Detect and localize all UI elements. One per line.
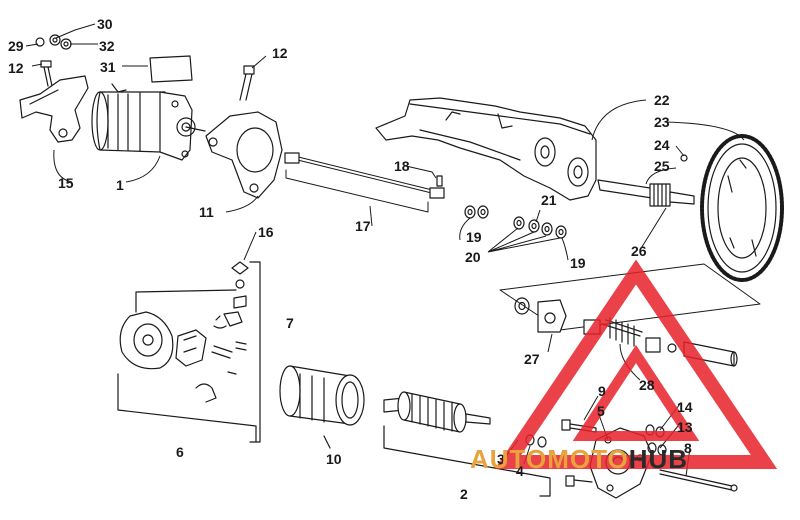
callout-31: 31 <box>100 59 116 75</box>
callout-27: 27 <box>524 351 540 367</box>
callout-3: 3 <box>497 451 505 467</box>
callout-7: 7 <box>286 315 294 331</box>
callout-9: 9 <box>598 383 606 399</box>
callout-23: 23 <box>654 114 670 130</box>
callout-14: 14 <box>677 399 693 415</box>
callout-15: 15 <box>58 175 74 191</box>
bolt-12-center-drawing <box>239 65 255 101</box>
callout-8: 8 <box>684 440 692 456</box>
callout-30: 30 <box>97 16 113 32</box>
starter-motor-1-drawing <box>91 83 206 161</box>
brush-holder-7-drawing <box>135 261 261 443</box>
shaft-25-drawing <box>597 154 695 207</box>
callout-19-right: 19 <box>570 255 586 271</box>
housing-22-drawing <box>375 97 597 201</box>
callout-10: 10 <box>326 451 342 467</box>
callout-18: 18 <box>394 158 410 174</box>
nut-29-drawing <box>35 37 45 47</box>
callout-17: 17 <box>355 218 371 234</box>
callout-21: 21 <box>541 192 557 208</box>
callout-11: 11 <box>199 204 214 220</box>
callout-26: 26 <box>631 243 647 259</box>
end-cap-6-drawing <box>117 311 257 443</box>
cable-17-drawing <box>284 152 445 213</box>
armature-3-drawing <box>383 391 551 497</box>
callout-25: 25 <box>654 158 670 174</box>
callout-1: 1 <box>116 177 124 193</box>
ring-gear-23-drawing <box>700 134 784 282</box>
callout-32: 32 <box>99 38 115 54</box>
callout-12-center: 12 <box>272 45 288 61</box>
callout-29: 29 <box>8 38 24 54</box>
through-bolt-8-drawing <box>659 469 738 492</box>
washer-32-drawing <box>60 38 72 50</box>
pin-18-drawing <box>436 175 443 187</box>
callout-12-left: 12 <box>8 60 24 76</box>
bolt-12-left-drawing <box>40 60 53 87</box>
yoke-10-drawing <box>279 365 365 449</box>
bracket-15-drawing <box>19 75 89 143</box>
callout-13: 13 <box>677 419 693 435</box>
bendix-group-drawing <box>499 263 761 367</box>
callout-6: 6 <box>176 444 184 460</box>
plate-11-drawing <box>205 111 283 199</box>
watermark-brand: AUTOMOTOHUB <box>470 446 688 473</box>
callout-28: 28 <box>639 377 655 393</box>
callout-19-left: 19 <box>466 229 482 245</box>
watermark-brand-left: AUTO <box>470 444 548 474</box>
callout-4: 4 <box>516 463 524 479</box>
washers-20-21-drawing <box>513 216 567 239</box>
watermark-brand-mid: MOTO <box>547 444 629 474</box>
callout-20: 20 <box>465 249 481 265</box>
callout-24: 24 <box>654 137 670 153</box>
callout-2: 2 <box>460 486 468 502</box>
washers-19-left-drawing <box>464 205 489 219</box>
callout-22: 22 <box>654 92 670 108</box>
watermark-brand-right: HUB <box>628 444 689 474</box>
callout-16: 16 <box>258 224 274 240</box>
washer-30-drawing <box>49 34 61 46</box>
callout-5: 5 <box>597 403 605 419</box>
watermark-triangle <box>494 259 778 469</box>
label-31-drawing <box>149 55 193 83</box>
